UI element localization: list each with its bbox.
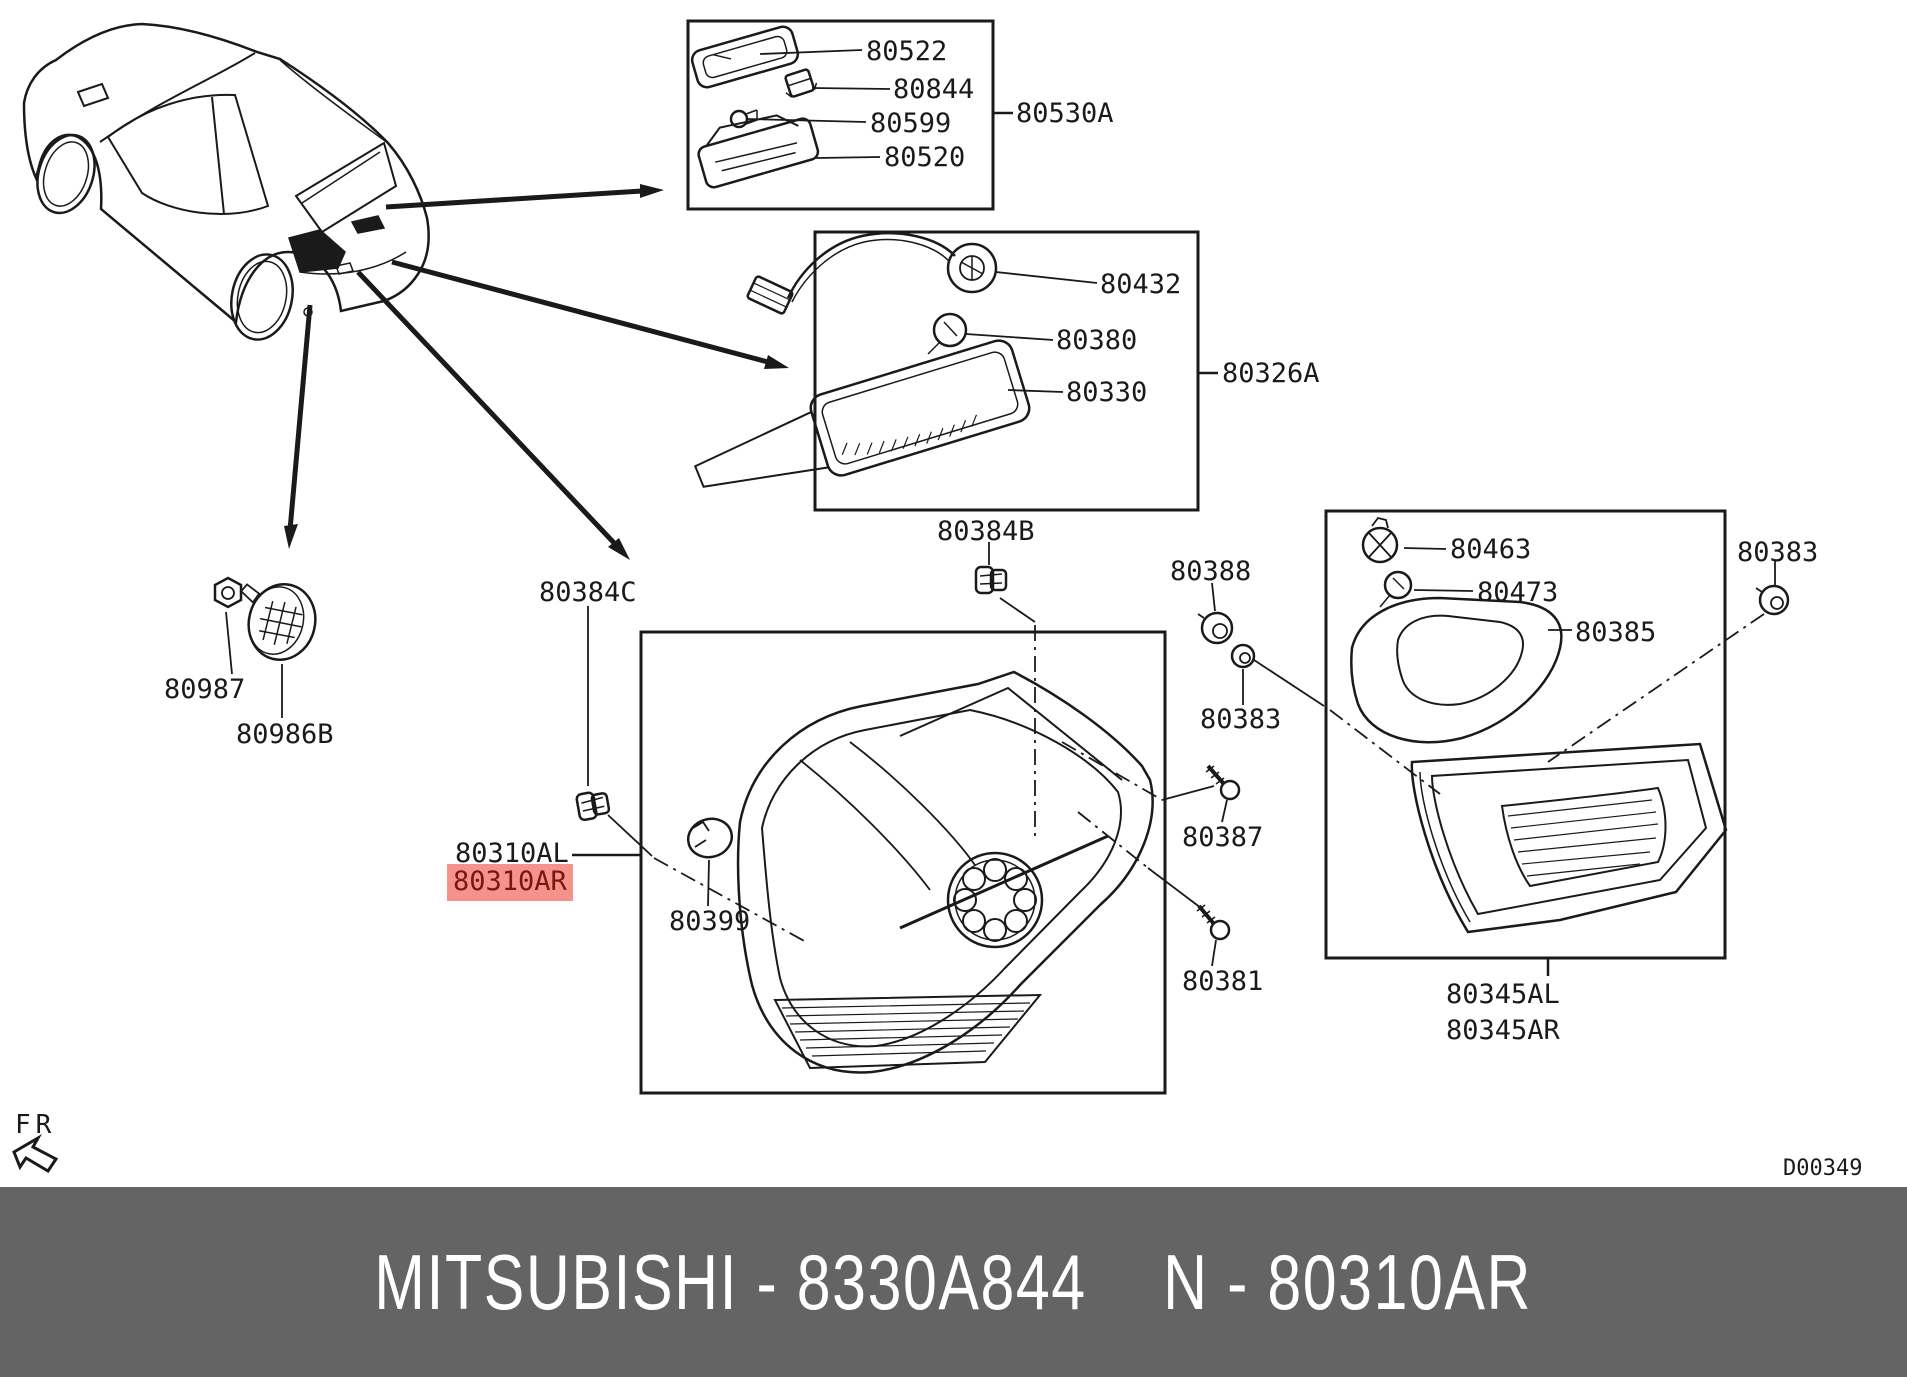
socket-80388-drawing (1197, 611, 1234, 645)
bulb-80399-drawing (686, 817, 734, 859)
part-label-80310AR-highlighted[interactable]: 80310AR (447, 864, 573, 901)
part-label-80530A[interactable]: 80530A (1016, 98, 1114, 129)
part-label-80599[interactable]: 80599 (870, 108, 952, 139)
bulb-80380-drawing (927, 312, 968, 355)
arrow-to-tail-lamp-box (356, 270, 630, 560)
part-label-80326A[interactable]: 80326A (1222, 358, 1320, 389)
gasket-80522-drawing (690, 25, 800, 89)
fastener-parts-right (1196, 584, 1790, 941)
arrow-to-reflector-parts (284, 304, 313, 549)
part-label-80463[interactable]: 80463 (1450, 534, 1532, 565)
fr-direction-arrow (12, 1133, 59, 1174)
part-label-80381[interactable]: 80381 (1182, 966, 1264, 997)
screw-80387-drawing (1205, 764, 1241, 801)
lamp-80330-drawing (693, 339, 1031, 488)
gasket-80385-drawing (1350, 596, 1563, 744)
part-label-80844[interactable]: 80844 (893, 74, 975, 105)
part-label-80520[interactable]: 80520 (884, 142, 966, 173)
screw-80381-drawing (1196, 904, 1231, 941)
grommet-80383-upper-drawing (1230, 643, 1256, 669)
clip-80384C-drawing (575, 791, 611, 822)
part-label-80388[interactable]: 80388 (1170, 556, 1252, 587)
bulb-80473-drawing (1379, 570, 1413, 608)
part-label-80432[interactable]: 80432 (1100, 269, 1182, 300)
arrow-to-side-marker-box (391, 259, 789, 369)
reflector-parts (213, 576, 317, 661)
part-label-80383-right[interactable]: 80383 (1737, 537, 1819, 568)
part-label-80473[interactable]: 80473 (1477, 577, 1559, 608)
car-illustration (22, 22, 430, 341)
part-label-80383-upper[interactable]: 80383 (1200, 704, 1282, 735)
part-label-80345AL[interactable]: 80345AL (1446, 979, 1560, 1010)
socket-80463-drawing (1361, 516, 1399, 564)
footer-text: MITSUBISHI - 8330A844 N - 80310AR (375, 1237, 1533, 1328)
diagram-artwork (12, 19, 1790, 1174)
socket-80844-drawing (784, 68, 818, 98)
part-label-80384C[interactable]: 80384C (539, 577, 637, 608)
upper-nut-80384B-drawing (974, 565, 1008, 595)
part-label-80384B[interactable]: 80384B (937, 516, 1035, 547)
tail-lamp-assembly-box (639, 630, 1167, 1095)
license-lamp-assembly-box (686, 19, 1013, 211)
harness-80432-drawing (746, 232, 998, 315)
part-label-80986B[interactable]: 80986B (236, 719, 334, 750)
arrow-to-license-lamp-box (385, 184, 664, 210)
part-label-80380[interactable]: 80380 (1056, 325, 1138, 356)
grommet-80383-right-drawing (1755, 584, 1790, 616)
garnish-80345-drawing (1410, 742, 1728, 934)
part-label-80387[interactable]: 80387 (1182, 822, 1264, 853)
part-label-80310AL[interactable]: 80310AL (455, 838, 569, 869)
footer-bar: MITSUBISHI - 8330A844 N - 80310AR (0, 1187, 1907, 1377)
fr-label: FR (15, 1110, 57, 1140)
footer-part-number: N - 80310AR (1163, 1237, 1533, 1326)
part-label-80330[interactable]: 80330 (1066, 377, 1148, 408)
part-label-80399[interactable]: 80399 (669, 906, 751, 937)
nut-80987-drawing (213, 576, 243, 609)
part-label-80385[interactable]: 80385 (1575, 617, 1657, 648)
side-marker-assembly-box (693, 230, 1218, 512)
drawing-number: D00349 (1783, 1156, 1863, 1181)
pointer-arrows (284, 184, 789, 560)
inner-lamp-assembly-box (1324, 509, 1728, 976)
reflector-80986B-drawing (239, 583, 317, 661)
part-label-80987[interactable]: 80987 (164, 674, 246, 705)
footer-brand-part: MITSUBISHI - 8330A844 (374, 1237, 1088, 1326)
part-label-80522[interactable]: 80522 (866, 36, 948, 67)
part-label-80345AR[interactable]: 80345AR (1446, 1015, 1560, 1046)
leader-lines (225, 542, 1776, 967)
tail-lamp-80310-drawing (736, 670, 1154, 1074)
